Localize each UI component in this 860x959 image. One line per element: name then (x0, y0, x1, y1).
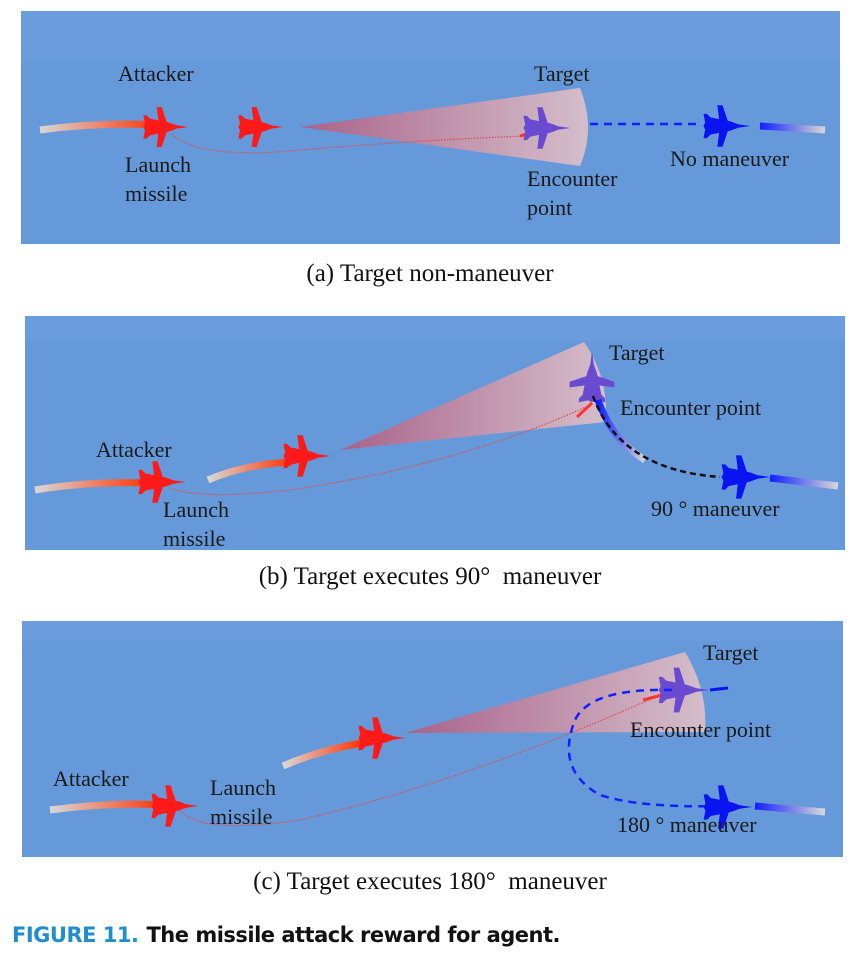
panel-b: Attacker Launch missile Target Encounter… (0, 300, 860, 605)
panel-a-caption: (a) Target non-maneuver (306, 260, 554, 287)
label-encounter-2: point (527, 195, 572, 220)
attacker-trail-2 (206, 458, 293, 484)
label-attacker: Attacker (96, 437, 172, 462)
label-attacker: Attacker (53, 766, 129, 791)
label-launch-2: missile (125, 181, 187, 206)
figure-number: FIGURE 11. (12, 923, 139, 947)
attacker-trail (34, 479, 151, 494)
target-nose (709, 686, 729, 692)
label-maneuver: 90 ° maneuver (651, 496, 780, 521)
label-launch-2: missile (163, 526, 225, 551)
missile-path (169, 404, 591, 496)
attack-cone (405, 652, 706, 733)
attack-cone (340, 342, 606, 450)
label-launch-1: Launch (125, 152, 191, 177)
panel-a: Attacker Launch missile Target Encounter… (0, 0, 860, 300)
label-target: Target (609, 340, 664, 365)
label-target: Target (703, 640, 758, 665)
target-path (591, 395, 721, 479)
label-target: Target (534, 61, 589, 86)
sky-band (22, 621, 843, 641)
sky-band (21, 11, 840, 61)
label-encounter: Encounter point (620, 395, 761, 420)
label-maneuver: 180 ° maneuver (617, 812, 757, 837)
panel-b-caption: (b) Target executes 90° maneuver (258, 563, 602, 590)
missile-path (179, 694, 661, 827)
label-launch-1: Launch (163, 497, 229, 522)
missile-path (171, 133, 526, 154)
attacker-trail-2 (281, 739, 363, 770)
figure-caption: FIGURE 11. The missile attack reward for … (12, 923, 560, 947)
missile-icon (575, 401, 594, 419)
target-trail-start (769, 474, 839, 490)
target-trail-start (754, 802, 826, 816)
sky-band (25, 316, 845, 341)
panel-b-diagram: Attacker Launch missile Target Encounter… (25, 316, 845, 551)
target-path (567, 688, 721, 808)
panel-a-diagram: Attacker Launch missile Target Encounter… (21, 11, 840, 244)
panel-c-caption: (c) Target executes 180° maneuver (253, 868, 607, 895)
label-launch-1: Launch (210, 775, 276, 800)
label-maneuver: No maneuver (670, 146, 790, 171)
target-trail-start (759, 122, 826, 134)
panel-c-diagram: Attacker Launch missile Target Encounter… (22, 621, 843, 857)
attack-cone (300, 88, 588, 166)
figure-title: The missile attack reward for agent. (146, 923, 560, 947)
label-launch-2: missile (210, 804, 272, 829)
label-encounter-1: Encounter (527, 166, 618, 191)
panel-c: Attacker Launch missile Target Encounter… (0, 610, 860, 910)
label-encounter: Encounter point (630, 717, 771, 742)
label-attacker: Attacker (118, 61, 194, 86)
missile-icon (642, 693, 663, 702)
